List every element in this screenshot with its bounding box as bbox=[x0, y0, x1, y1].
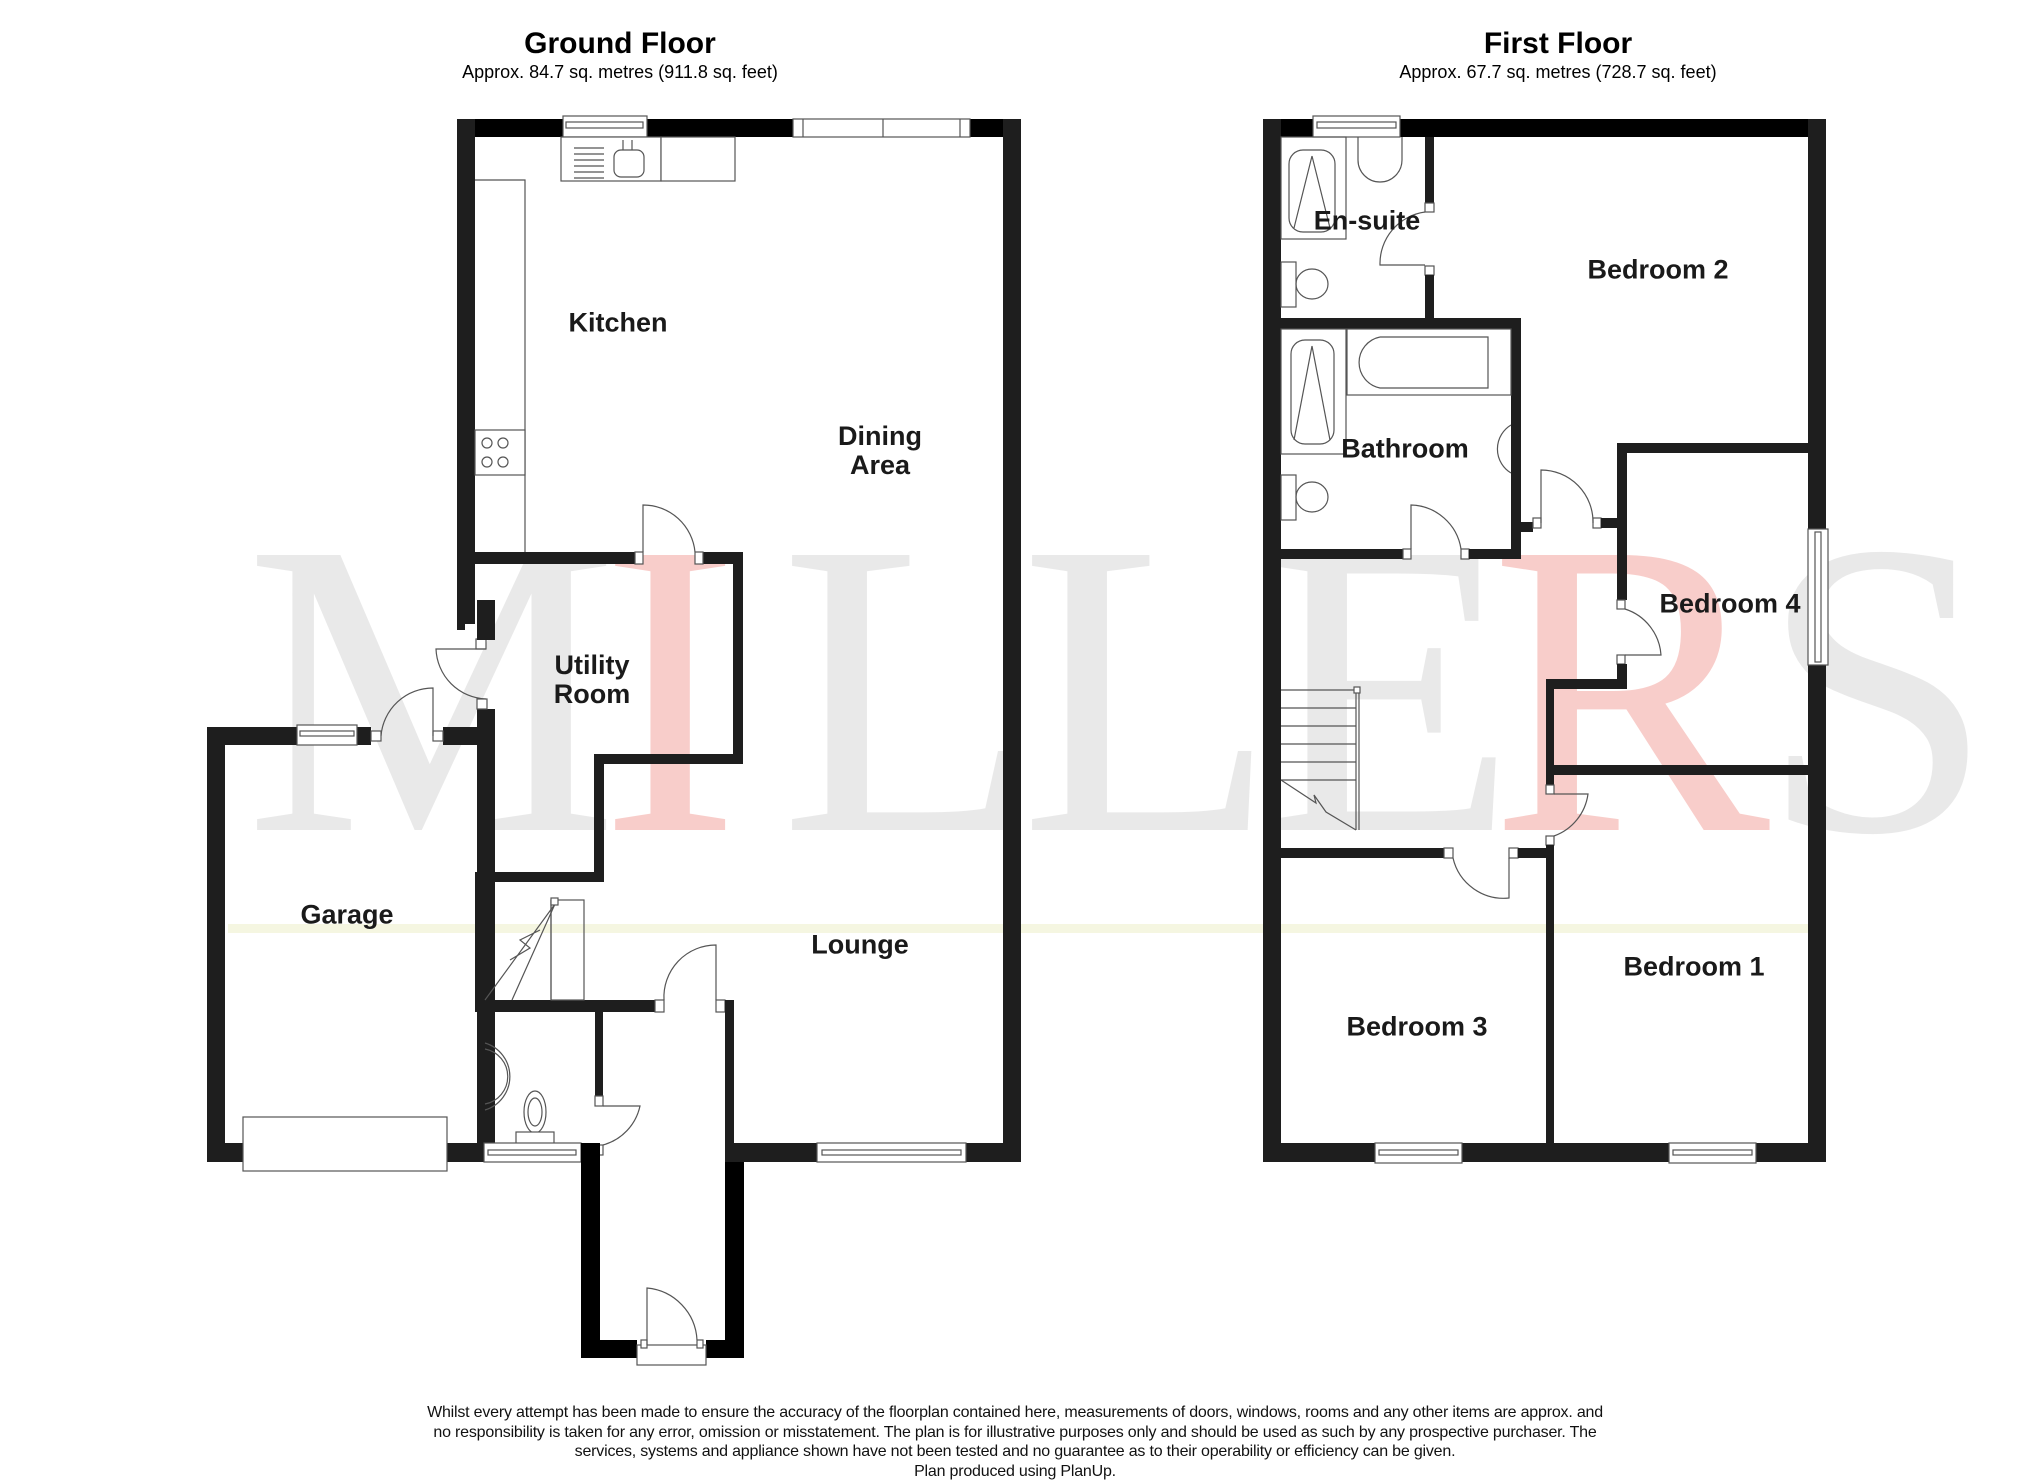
garage-door bbox=[243, 1117, 447, 1171]
room-label-garage: Garage bbox=[300, 901, 393, 930]
room-label-dining-area: Dining Area bbox=[838, 422, 922, 480]
room-label-bedroom-4: Bedroom 4 bbox=[1659, 590, 1800, 619]
room-label-lounge: Lounge bbox=[811, 931, 908, 960]
room-label-en-suite: En-suite bbox=[1314, 207, 1421, 236]
bedroom-1-window bbox=[1669, 1143, 1756, 1163]
room-label-bedroom-3: Bedroom 3 bbox=[1346, 1013, 1487, 1042]
bathroom-shower-icon bbox=[1281, 329, 1346, 454]
watermark-letter-l2: L bbox=[1020, 456, 1277, 921]
disclaimer: Whilst every attempt has been made to en… bbox=[330, 1403, 1700, 1481]
watermark-letter-s: S bbox=[1760, 456, 1994, 921]
ensuite-basin-icon bbox=[1358, 137, 1402, 182]
room-label-bedroom-2: Bedroom 2 bbox=[1587, 256, 1728, 285]
disclaimer-line-3: services, systems and appliance shown ha… bbox=[330, 1442, 1700, 1462]
bedroom-3-window bbox=[1375, 1143, 1462, 1163]
lounge-window bbox=[817, 1143, 966, 1162]
wc-window bbox=[484, 1143, 581, 1162]
wc-door-swing bbox=[603, 1106, 640, 1145]
room-label-kitchen: Kitchen bbox=[568, 309, 667, 338]
disclaimer-line-4: Plan produced using PlanUp. bbox=[330, 1462, 1700, 1481]
lounge-door-swing bbox=[664, 945, 716, 1000]
front-door bbox=[637, 1288, 706, 1365]
room-label-bedroom-1: Bedroom 1 bbox=[1623, 953, 1764, 982]
ensuite-window bbox=[1313, 116, 1400, 137]
room-label-bathroom: Bathroom bbox=[1341, 435, 1469, 464]
kitchen-window bbox=[563, 116, 647, 137]
wc-toilet-icon bbox=[516, 1091, 554, 1146]
ensuite-toilet-icon bbox=[1281, 262, 1328, 307]
watermark-letter-l1: L bbox=[780, 456, 1037, 921]
millers-watermark: M I L L E R S bbox=[245, 456, 1994, 921]
patio-window bbox=[793, 119, 970, 137]
room-label-utility-room: Utility Room bbox=[554, 651, 631, 709]
bathroom-bath-icon bbox=[1347, 329, 1511, 395]
disclaimer-line-1: Whilst every attempt has been made to en… bbox=[330, 1403, 1700, 1423]
disclaimer-line-2: no responsibility is taken for any error… bbox=[330, 1423, 1700, 1443]
bedroom-4-window bbox=[1808, 529, 1828, 665]
garage-window bbox=[297, 725, 357, 745]
